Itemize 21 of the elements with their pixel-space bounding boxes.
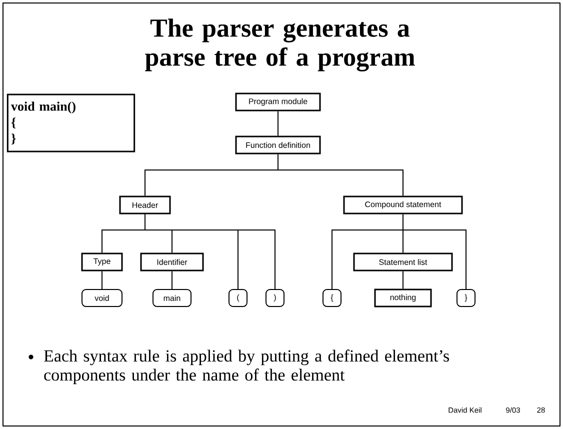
nonterminal-box: Type <box>81 252 123 272</box>
nonterminal-box: nothing <box>374 288 432 308</box>
terminal-box: ) <box>266 289 284 307</box>
tree-line <box>402 270 404 290</box>
nonterminal-box: Program module <box>235 92 321 112</box>
tree-line <box>278 154 404 196</box>
nonterminal-box: Identifier <box>140 252 204 272</box>
nonterminal-box: Function definition <box>235 136 321 154</box>
terminal-box: } <box>456 289 476 307</box>
terminal-box: { <box>322 289 342 307</box>
nonterminal-box: Statement list <box>353 252 453 272</box>
tree-line <box>144 214 276 290</box>
nonterminal-box: Compound statement <box>343 196 463 214</box>
title: The parser generates a parse tree of a program <box>145 18 415 72</box>
nonterminal-box: Header <box>119 196 171 214</box>
code-box: void main() { } <box>6 94 136 152</box>
bullet-text: Each syntax rule is applied by putting a defined element’s components under the name of the element <box>44 350 449 384</box>
terminal-box: ( <box>228 289 248 307</box>
tree-line <box>402 214 466 290</box>
terminal-box: main <box>152 289 192 307</box>
terminal-box: void <box>82 289 122 307</box>
